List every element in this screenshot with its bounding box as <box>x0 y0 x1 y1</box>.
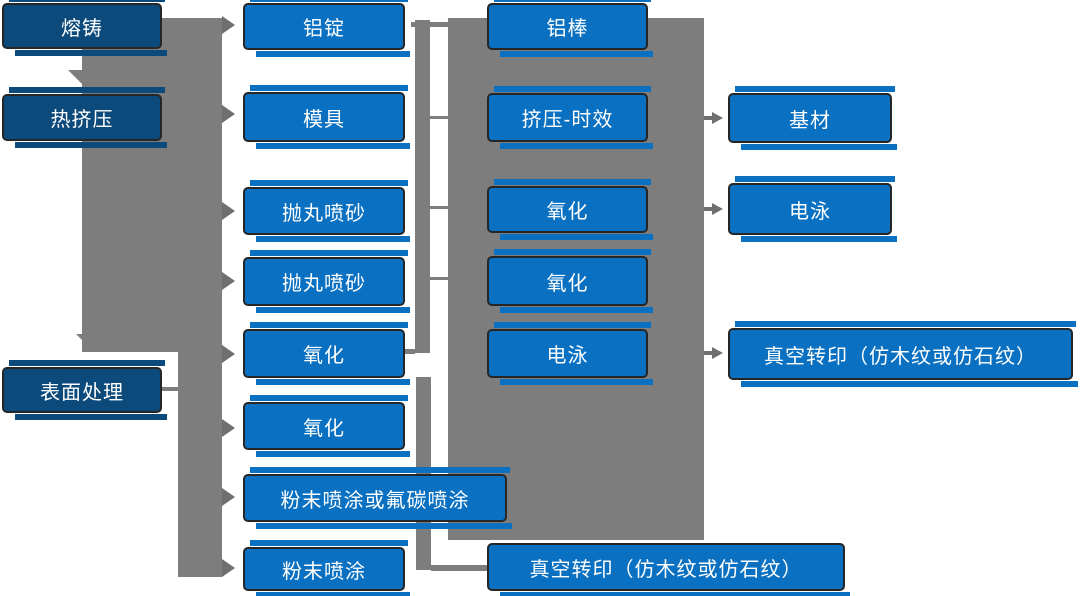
arrow-stub <box>704 351 713 355</box>
arrow-right-icon <box>222 345 235 363</box>
arrow-right-icon <box>222 16 235 34</box>
node-hot-extrusion: 热挤压 <box>2 87 167 148</box>
node-electrophoresis: 电泳 <box>728 176 897 242</box>
arrow-right-icon <box>712 203 723 215</box>
node-surface-treatment: 表面处理 <box>2 360 167 420</box>
connector-oxidation-stub <box>405 349 415 354</box>
node-substrate: 基材 <box>728 86 897 150</box>
arrow-down-icon <box>68 70 100 86</box>
node-mold: 模具 <box>243 85 410 149</box>
connector-bottom-link <box>431 565 489 571</box>
arrow-down-icon <box>76 334 108 350</box>
node-powder-coating: 粉末喷涂 <box>243 540 410 596</box>
arrow-right-icon <box>222 105 235 123</box>
node-aluminum-rod: 铝棒 <box>487 0 653 57</box>
node-oxidation: 氧化 <box>243 322 410 385</box>
node-oxidation: 氧化 <box>487 179 653 240</box>
node-electrophoresis: 电泳 <box>487 322 653 385</box>
arrow-stub <box>704 207 713 211</box>
node-oxidation: 氧化 <box>487 249 653 313</box>
arrow-right-icon <box>222 272 235 290</box>
arrow-right-icon <box>712 112 723 124</box>
connector-tick <box>430 206 449 209</box>
arrow-stub <box>704 116 713 120</box>
arrow-right-icon <box>222 559 235 577</box>
arrow-right-icon <box>222 202 235 220</box>
connector-surface-stub <box>162 387 178 391</box>
node-aluminum-ingot: 铝锭 <box>243 0 410 57</box>
arrow-right-icon <box>222 419 235 437</box>
node-powder-or-fluorocarbon-coating: 粉末喷涂或氟碳喷涂 <box>243 467 512 529</box>
connector-collector-left <box>178 352 222 577</box>
node-oxidation: 氧化 <box>243 395 410 457</box>
node-vacuum-transfer-printing: 真空转印（仿木纹或仿石纹） <box>487 543 850 596</box>
connector-tick <box>430 116 449 119</box>
node-shot-blasting-sandblasting: 抛丸喷砂 <box>243 250 410 313</box>
node-melting-casting: 熔铸 <box>2 0 167 56</box>
connector-trunk <box>82 18 222 352</box>
connector-strip-upper <box>415 20 430 353</box>
node-extrusion-aging: 挤压-时效 <box>487 86 653 149</box>
connector-strip-top-link <box>411 22 449 27</box>
arrow-right-icon <box>712 347 723 359</box>
node-shot-blasting-sandblasting: 抛丸喷砂 <box>243 180 410 242</box>
connector-tick <box>430 277 449 280</box>
arrow-right-icon <box>222 488 235 506</box>
node-vacuum-transfer-printing: 真空转印（仿木纹或仿石纹） <box>728 321 1078 387</box>
